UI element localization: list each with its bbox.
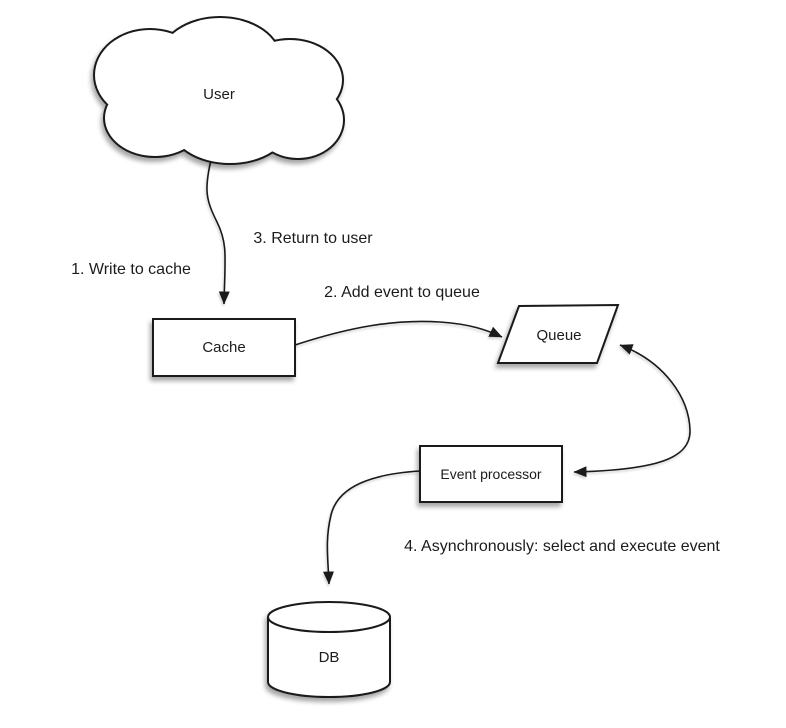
node-event-processor: Event processor bbox=[419, 445, 563, 503]
edge-label-write-to-cache: 1. Write to cache bbox=[71, 261, 191, 278]
node-user-label: User bbox=[203, 86, 235, 103]
node-user: User bbox=[93, 16, 345, 165]
edge-labels-group: 1. Write to cache 3. Return to user 2. A… bbox=[71, 230, 720, 555]
cloud-icon bbox=[93, 16, 345, 165]
node-cache-label: Cache bbox=[202, 339, 245, 356]
queue-parallelogram bbox=[496, 303, 620, 364]
arrow-queue-event-processor-double bbox=[573, 344, 691, 478]
node-cache: Cache bbox=[152, 318, 296, 377]
arrow-user-to-cache bbox=[206, 159, 230, 305]
edge-label-return-to-user: 3. Return to user bbox=[253, 230, 373, 247]
node-event-processor-label: Event processor bbox=[440, 466, 541, 482]
node-queue: Queue bbox=[496, 303, 620, 364]
cache-box bbox=[152, 318, 296, 377]
node-db-label: DB bbox=[319, 649, 340, 666]
node-db: DB bbox=[267, 601, 391, 698]
edge-label-add-event-to-queue: 2. Add event to queue bbox=[324, 284, 480, 301]
edges-group bbox=[206, 159, 691, 585]
database-cylinder-icon bbox=[267, 601, 391, 698]
node-queue-label: Queue bbox=[536, 327, 581, 344]
edge-label-async-select-execute: 4. Asynchronously: select and execute ev… bbox=[404, 538, 720, 555]
event-processor-box bbox=[419, 445, 563, 503]
arrow-cache-to-queue bbox=[294, 320, 503, 346]
arrow-event-processor-to-db bbox=[323, 470, 421, 585]
